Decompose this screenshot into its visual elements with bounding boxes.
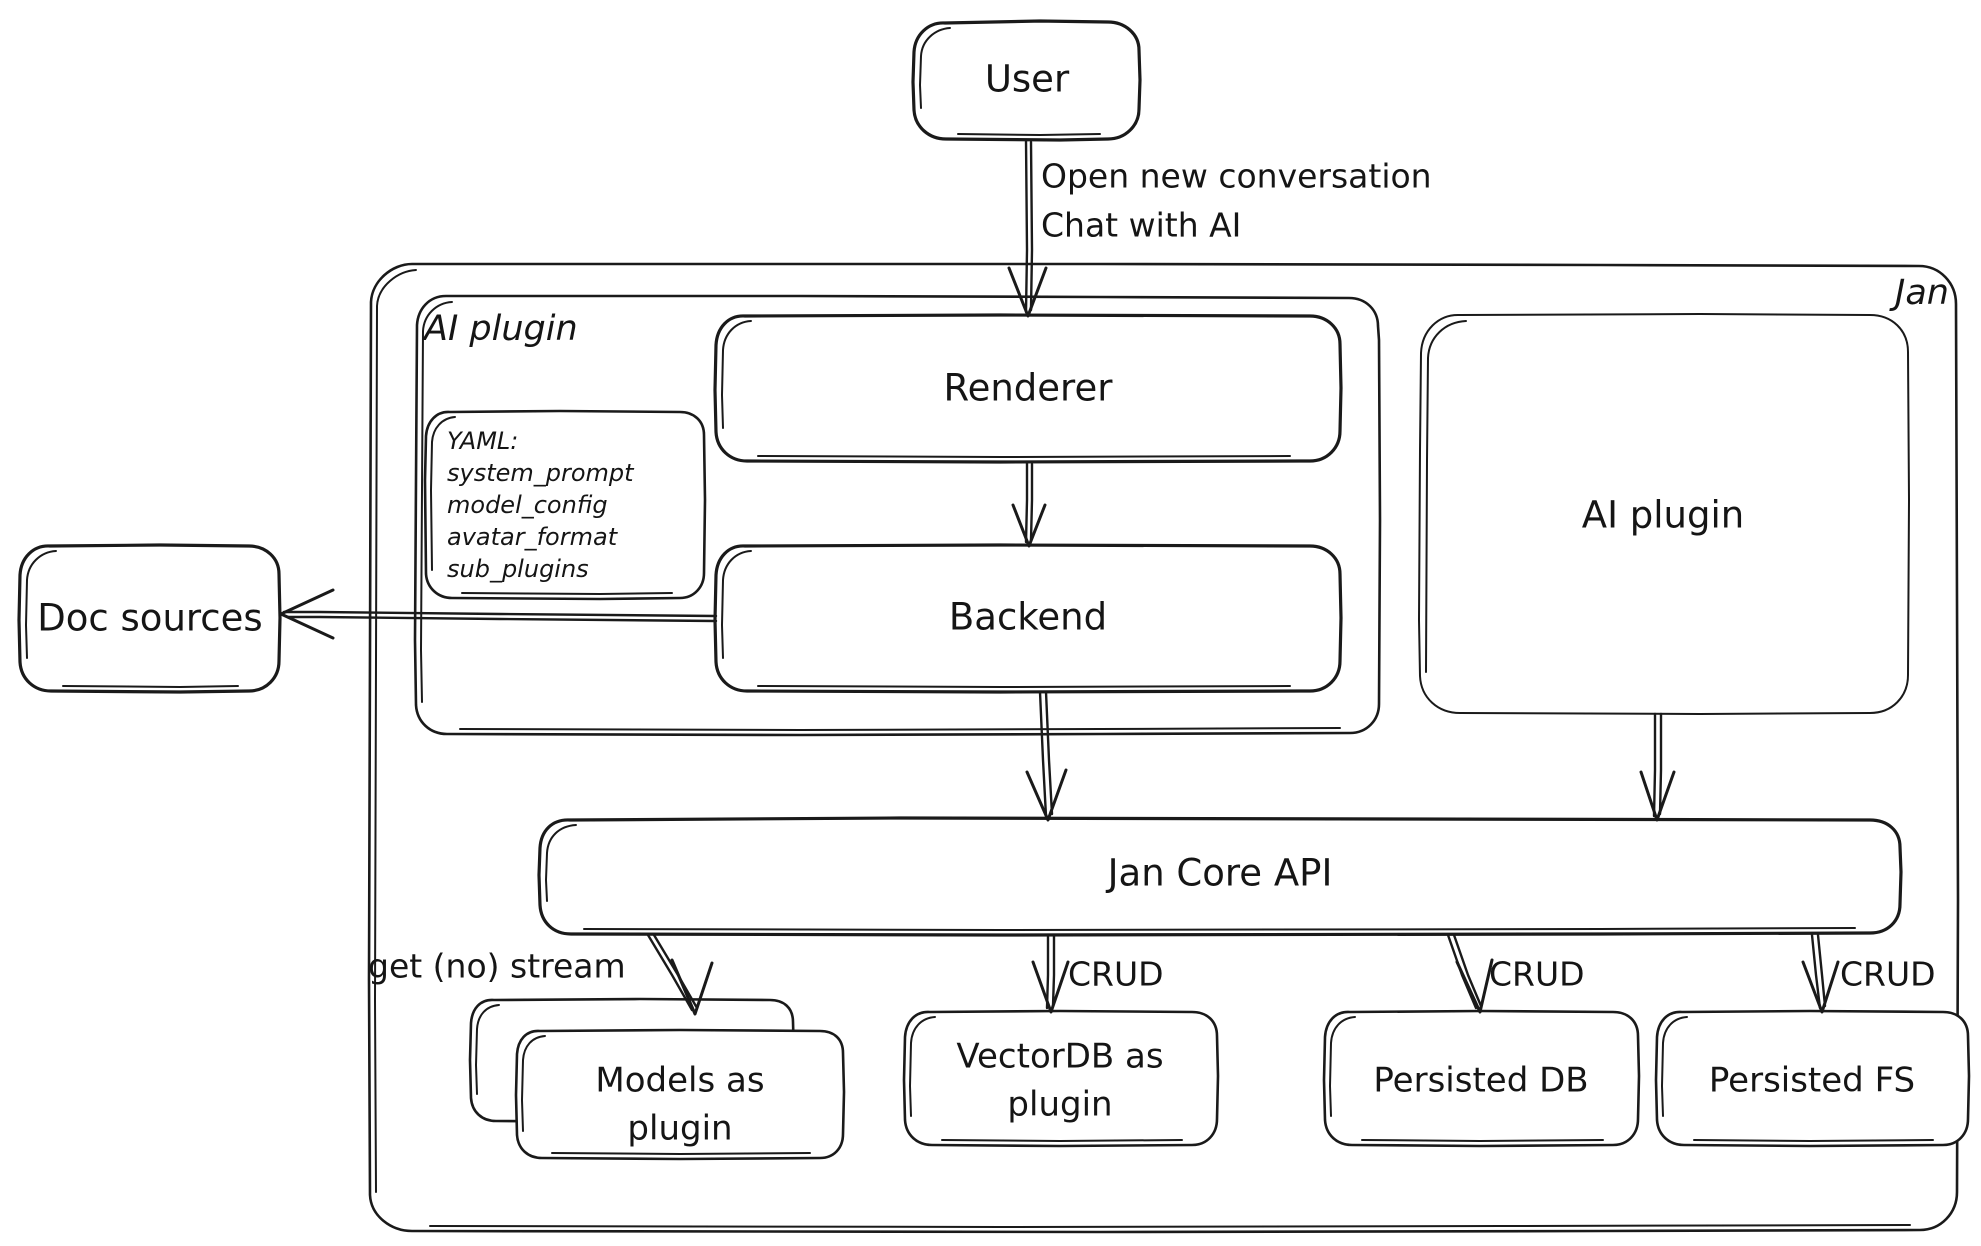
yaml-note-line-1: model_config [447, 491, 608, 519]
persisted-db-box [1322, 1009, 1641, 1148]
persisted-fs-label: Persisted FS [1709, 1061, 1915, 1101]
persisted-db-label: Persisted DB [1373, 1061, 1588, 1101]
jan-core-api-label: Jan Core API [1106, 852, 1333, 895]
vectordb-plugin-label-line2: plugin [1007, 1085, 1112, 1125]
ai-plugin-box [1418, 313, 1910, 715]
backend-label: Backend [949, 596, 1107, 639]
edge-core-persisted-db-label: CRUD [1489, 955, 1585, 994]
edge-core-vectordb-label: CRUD [1068, 955, 1164, 994]
jan-core-api-box [537, 816, 1903, 937]
renderer-label: Renderer [944, 367, 1114, 410]
edge-ai-plugin-to-core [1639, 712, 1676, 822]
ai-plugin-box-label: AI plugin [1582, 494, 1744, 537]
persisted-fs-box [1654, 1009, 1971, 1148]
edge-core-to-vectordb [1031, 933, 1070, 1014]
yaml-note-box [423, 409, 707, 601]
edge-core-to-models [646, 933, 714, 1016]
user-box [911, 19, 1142, 142]
yaml-note-line-0: system_prompt [447, 459, 635, 487]
yaml-note-line-3: sub_plugins [447, 555, 589, 583]
doc-sources-box [17, 543, 282, 694]
ai-plugin-group-label: AI plugin [422, 309, 578, 349]
edge-user-renderer-label-line1: Open new conversation [1041, 157, 1432, 196]
yaml-note-line-2: avatar_format [447, 523, 619, 551]
edge-renderer-to-backend [1011, 460, 1047, 548]
vectordb-plugin-box [902, 1009, 1220, 1148]
jan-container-label: Jan [1889, 273, 1949, 313]
edge-user-to-renderer [1007, 138, 1048, 318]
edge-core-persisted-fs-label: CRUD [1840, 955, 1936, 994]
edge-core-to-persisted-fs [1801, 933, 1840, 1014]
yaml-note-title: YAML: [447, 427, 518, 455]
backend-box [713, 543, 1343, 694]
user-label: User [985, 58, 1070, 101]
models-plugin-box [514, 1028, 846, 1161]
vectordb-plugin-label-line1: VectorDB as [956, 1037, 1163, 1077]
renderer-box [713, 313, 1343, 464]
models-plugin-label-line2: plugin [627, 1109, 732, 1149]
doc-sources-label: Doc sources [37, 597, 262, 640]
edge-backend-to-core [1025, 690, 1068, 822]
edge-core-models-label: get (no) stream [368, 947, 626, 986]
edge-user-renderer-label-line2: Chat with AI [1041, 206, 1241, 245]
models-plugin-label-line1: Models as [595, 1061, 764, 1101]
edge-backend-to-doc-sources [279, 588, 718, 640]
edge-core-to-persisted-db [1446, 933, 1494, 1014]
